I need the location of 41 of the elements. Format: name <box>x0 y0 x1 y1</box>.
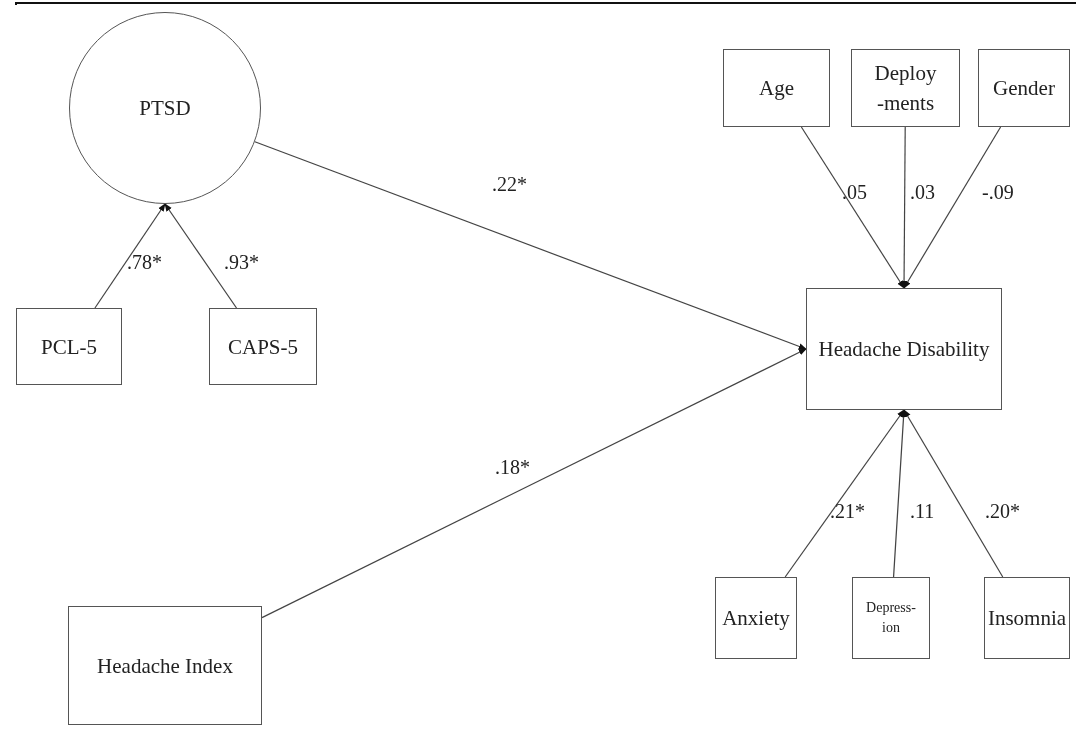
node-label: Headache Disability <box>817 336 991 363</box>
path-arrow <box>903 126 1002 289</box>
variable-box <box>978 49 1070 127</box>
path-arrow <box>892 409 907 578</box>
path-coefficient: .03 <box>910 180 935 204</box>
variable-box <box>852 577 930 659</box>
node-label: PCL-5 <box>40 333 98 361</box>
variable-box <box>851 49 960 127</box>
path-arrow <box>254 141 807 350</box>
path-coefficient: .22* <box>492 172 527 196</box>
path-coefficient: .05 <box>842 180 867 204</box>
path-coefficient: -.09 <box>982 180 1014 204</box>
path-coefficient: .20* <box>985 499 1020 523</box>
path-coefficient: .78* <box>127 250 162 274</box>
node-label: CAPS-5 <box>227 333 299 361</box>
node-label: Deploy -ments <box>873 60 938 117</box>
node-label: Headache Index <box>96 652 234 680</box>
node-label: Depress- ion <box>865 599 917 637</box>
path-coefficient: .93* <box>224 250 259 274</box>
path-coefficient: .18* <box>495 455 530 479</box>
variable-box <box>984 577 1070 659</box>
variable-box <box>68 606 262 725</box>
variable-box <box>16 308 122 385</box>
node-label: Anxiety <box>721 605 791 632</box>
path-arrow <box>94 203 166 309</box>
variable-box <box>806 288 1002 410</box>
path-arrow <box>164 203 238 309</box>
path-arrow <box>800 126 905 289</box>
node-label: Age <box>758 75 795 102</box>
variable-box <box>715 577 797 659</box>
path-arrow <box>903 409 1004 578</box>
variable-box <box>209 308 317 385</box>
variable-box <box>723 49 830 127</box>
node-label: PTSD <box>138 95 192 122</box>
path-coefficient: .21* <box>830 499 865 523</box>
path-coefficient: .11 <box>910 499 935 523</box>
node-label: Gender <box>992 75 1056 102</box>
path-arrow <box>784 409 905 578</box>
path-arrow <box>900 126 908 289</box>
path-arrow <box>261 348 807 619</box>
node-label: Insomnia <box>986 605 1068 632</box>
